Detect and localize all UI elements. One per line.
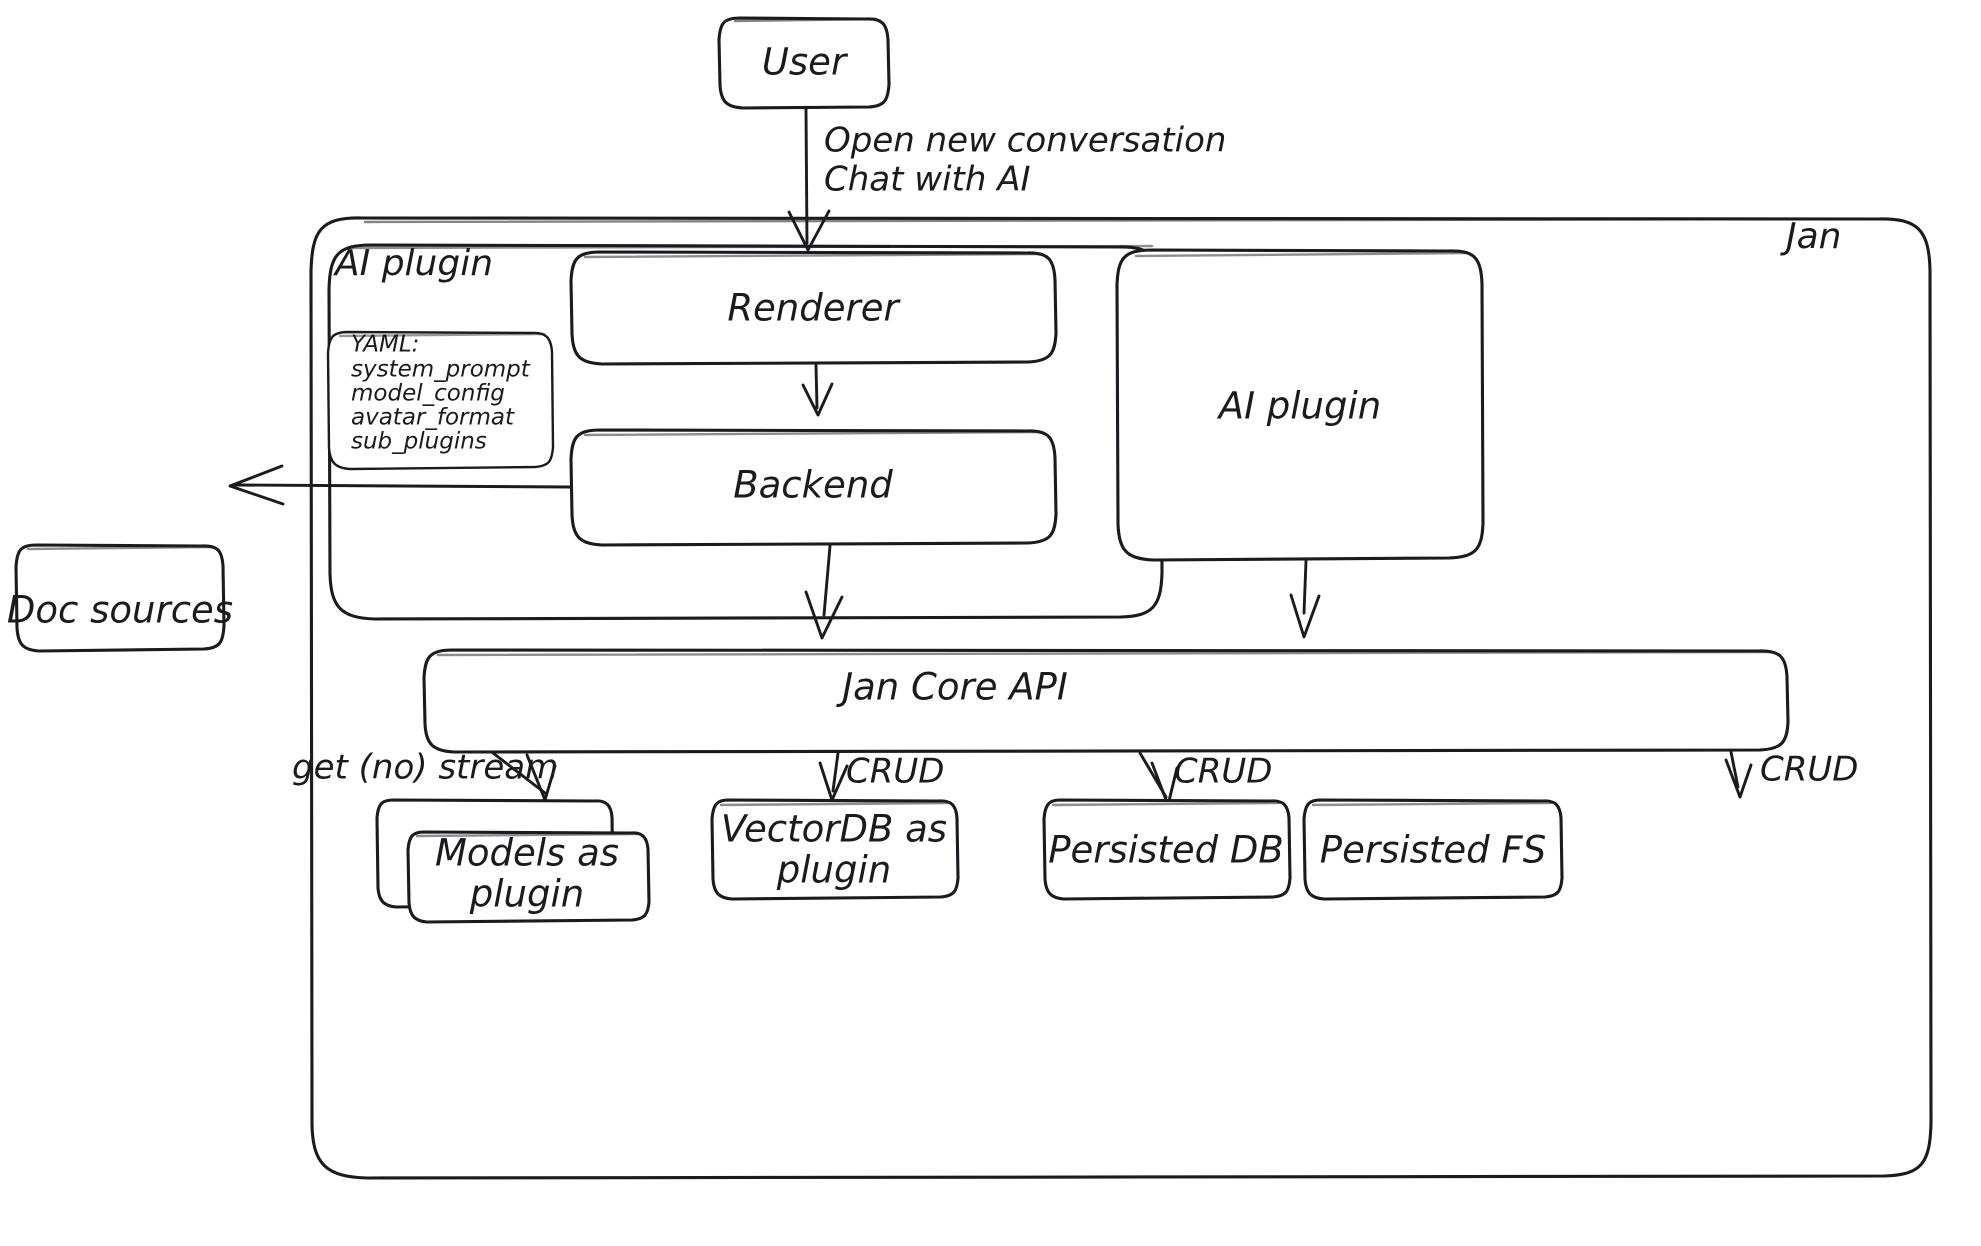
yaml-line-0: YAML: [351,332,419,358]
edge-core-to-persisted-db-label: CRUD [1174,752,1272,792]
node-vectordb-plugin-label-line1: VectorDB as [721,808,947,851]
node-persisted-db[interactable]: Persisted DB [1042,798,1292,901]
edge-core-to-models-label: get (no) stream [292,748,558,788]
edge-core-to-persisted-fs: CRUD [1724,750,1858,799]
node-vectordb-plugin-label-line2: plugin [776,849,891,892]
node-renderer-label: Renderer [727,287,901,330]
node-ai-plugin-right-label: AI plugin [1217,385,1381,428]
node-persisted-db-label: Persisted DB [1048,829,1284,872]
node-jan-core-api[interactable]: Jan Core API [422,648,1790,754]
node-doc-sources-label: Doc sources [7,589,233,632]
node-models-plugin[interactable]: Models as plugin [375,798,651,924]
edge-core-to-vectordb-label: CRUD [846,752,944,792]
node-jan-core-api-label: Jan Core API [835,666,1068,709]
yaml-line-3: avatar_format [351,405,515,431]
node-ai-plugin-right[interactable]: AI plugin [1115,248,1485,562]
node-renderer[interactable]: Renderer [569,250,1058,366]
node-doc-sources[interactable]: Doc sources [7,543,233,653]
node-persisted-fs-label: Persisted FS [1320,829,1546,872]
edge-user-to-renderer-label-line1: Open new conversation [824,121,1226,161]
edge-core-to-models: get (no) stream [292,748,558,802]
edge-backend-to-core [804,544,844,640]
edge-core-to-persisted-fs-label: CRUD [1760,750,1858,790]
edge-renderer-to-backend [801,363,834,417]
container-ai-plugin-group-label: AI plugin [333,243,493,284]
node-models-plugin-label-line1: Models as [435,832,619,875]
node-models-plugin-label-line2: plugin [469,873,584,916]
node-persisted-fs[interactable]: Persisted FS [1302,798,1564,901]
edge-user-to-renderer: Open new conversation Chat with AI [787,107,1226,252]
edge-user-to-renderer-label-line2: Chat with AI [824,160,1031,200]
node-yaml-card: YAML: system_prompt model_config avatar_… [326,330,555,471]
node-backend[interactable]: Backend [569,428,1058,547]
container-jan-label: Jan [1780,216,1842,257]
node-backend-label: Backend [733,464,893,507]
yaml-line-1: system_prompt [351,357,531,383]
edge-ai-plugin-to-core [1289,559,1321,639]
node-user-label: User [762,41,849,84]
yaml-line-2: model_config [351,381,505,407]
node-vectordb-plugin[interactable]: VectorDB as plugin [710,798,960,901]
edge-backend-to-doc-sources [228,464,572,506]
edge-core-to-vectordb: CRUD [818,752,944,802]
node-user[interactable]: User [717,16,891,110]
yaml-line-4: sub_plugins [351,429,487,455]
